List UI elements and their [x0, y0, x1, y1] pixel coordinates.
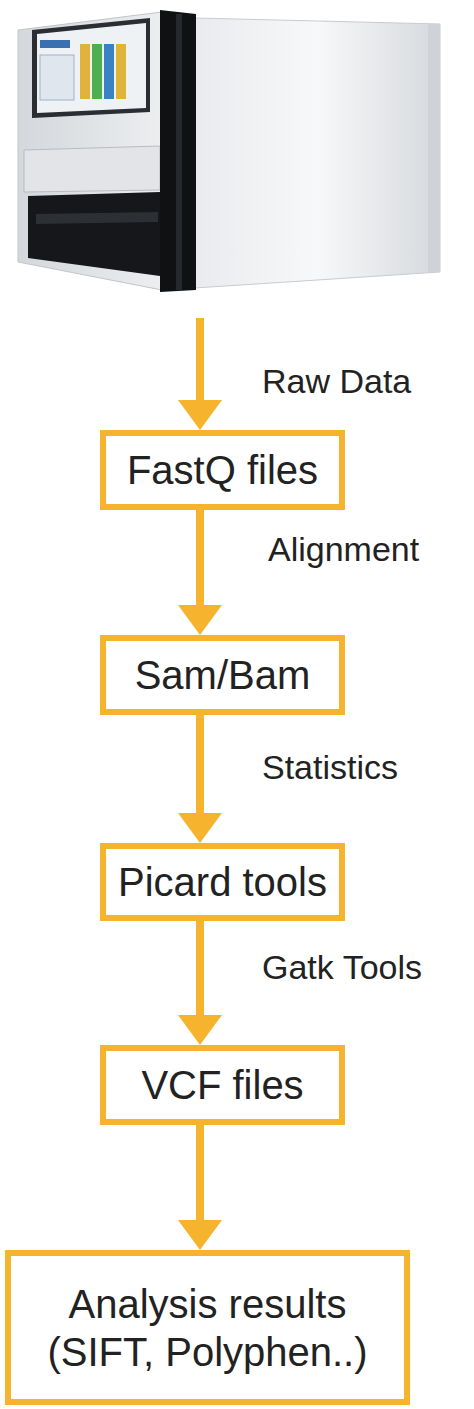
arrow-shaft	[196, 921, 204, 1017]
arrow-head	[178, 1015, 222, 1045]
process-box: Picard tools	[100, 843, 345, 921]
arrow-head	[178, 813, 222, 843]
box-label: Sam/Bam	[135, 651, 311, 699]
box-label: VCF files	[141, 1061, 303, 1109]
flow-label: Raw Data	[262, 363, 411, 400]
edge-label: Gatk Tools	[262, 949, 422, 986]
arrow-head	[178, 605, 222, 635]
flow-arrow	[178, 510, 222, 635]
process-box: FastQ files	[100, 430, 345, 510]
edge-label: Alignment	[268, 531, 419, 568]
process-box: Sam/Bam	[100, 635, 345, 715]
edge-label: Statistics	[262, 749, 398, 786]
arrow-shaft	[196, 1125, 204, 1222]
flow-arrow	[178, 921, 222, 1045]
arrow-shaft	[196, 715, 204, 815]
flow-arrow	[178, 1125, 222, 1250]
flow-arrow	[178, 715, 222, 843]
box-label: Analysis results (SIFT, Polyphen..)	[17, 1280, 398, 1376]
arrow-shaft	[196, 510, 204, 607]
box-label: Picard tools	[118, 858, 327, 906]
arrow-head	[178, 1220, 222, 1250]
process-box: Analysis results (SIFT, Polyphen..)	[5, 1250, 410, 1405]
sequencer-illustration	[0, 0, 474, 300]
process-box: VCF files	[100, 1045, 345, 1125]
box-label: FastQ files	[127, 446, 318, 494]
